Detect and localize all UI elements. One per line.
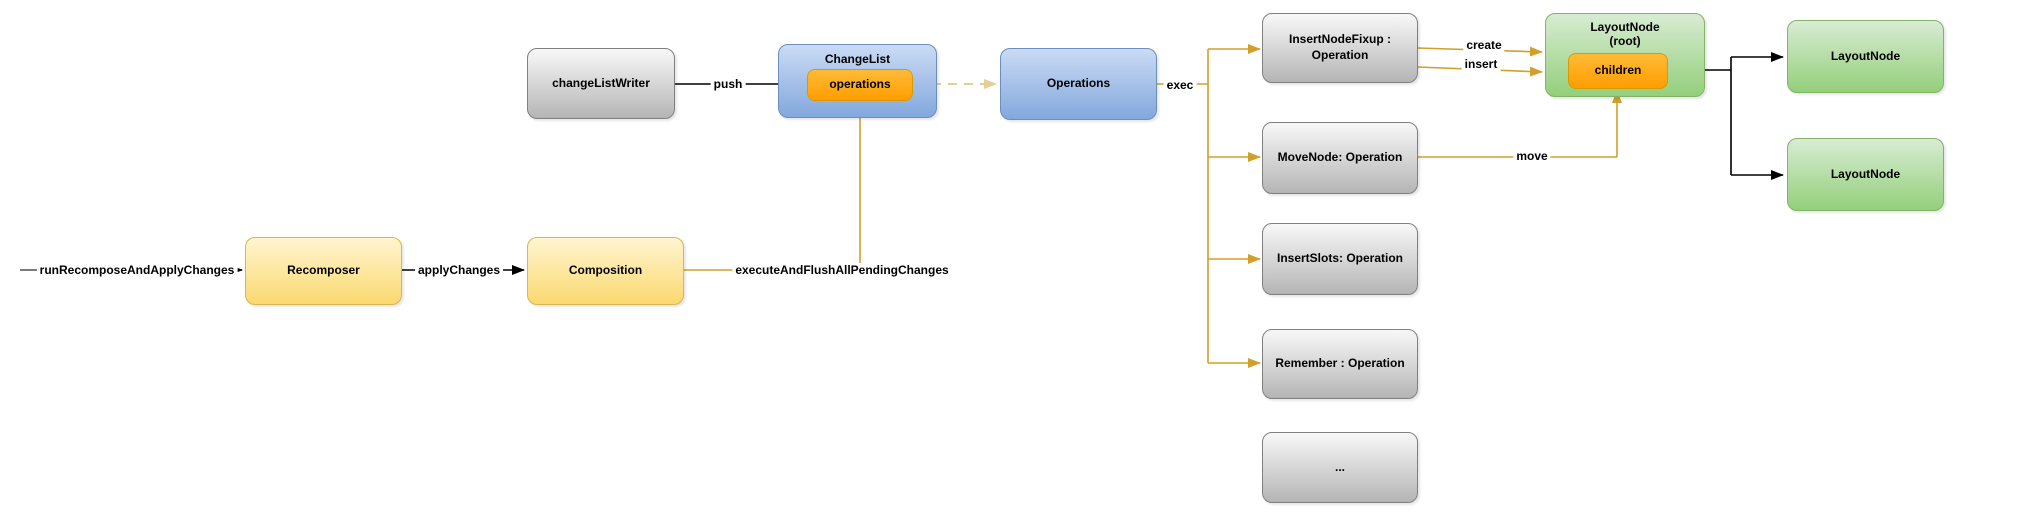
node-change-list: ChangeList operations [778, 44, 937, 118]
node-layout-node-root-subtitle: (root) [1609, 34, 1641, 49]
node-insert-slots: InsertSlots: Operation [1262, 223, 1418, 295]
node-remember: Remember : Operation [1262, 329, 1418, 399]
node-layout-node-root-children-field: children [1568, 53, 1668, 89]
node-more-operations: ... [1262, 432, 1418, 503]
node-change-list-title: ChangeList [824, 52, 891, 66]
node-change-list-operations-label: operations [829, 77, 891, 92]
edge-label-insert: insert [1461, 57, 1501, 71]
edge-label-move: move [1513, 149, 1551, 163]
edge-label-apply-changes: applyChanges [414, 263, 504, 277]
edge-label-push: push [710, 77, 746, 91]
node-insert-slots-label: InsertSlots: Operation [1276, 251, 1404, 266]
node-layout-node-root: LayoutNode (root) children [1545, 13, 1705, 97]
node-layout-node-child-1-label: LayoutNode [1830, 48, 1901, 63]
node-layout-node-child-2-label: LayoutNode [1830, 166, 1901, 181]
node-move-node: MoveNode: Operation [1262, 122, 1418, 194]
node-layout-node-root-children-label: children [1594, 63, 1642, 78]
node-change-list-writer: changeListWriter [527, 48, 675, 119]
edge-label-create: create [1463, 38, 1505, 52]
node-recomposer: Recomposer [245, 237, 402, 305]
edge-label-run-recompose: runRecomposeAndApplyChanges [36, 263, 238, 277]
node-layout-node-root-title: LayoutNode [1590, 20, 1660, 34]
node-change-list-operations-field: operations [807, 69, 913, 101]
edge-label-exec: exec [1163, 78, 1197, 92]
node-move-node-label: MoveNode: Operation [1277, 150, 1403, 165]
node-remember-label: Remember : Operation [1275, 356, 1405, 371]
node-change-list-writer-label: changeListWriter [552, 75, 650, 90]
node-more-operations-label: ... [1334, 459, 1345, 474]
node-operations: Operations [1000, 48, 1157, 120]
edge-label-execute-flush: executeAndFlushAllPendingChanges [732, 263, 952, 277]
node-layout-node-child-2: LayoutNode [1787, 138, 1944, 211]
node-layout-node-child-1: LayoutNode [1787, 20, 1944, 93]
node-composition: Composition [527, 237, 684, 305]
node-insert-node-fixup: InsertNodeFixup : Operation [1262, 13, 1418, 83]
node-composition-label: Composition [568, 263, 643, 278]
node-recomposer-label: Recomposer [287, 263, 360, 278]
node-insert-node-fixup-label: InsertNodeFixup : Operation [1288, 32, 1391, 62]
node-operations-label: Operations [1046, 76, 1111, 91]
